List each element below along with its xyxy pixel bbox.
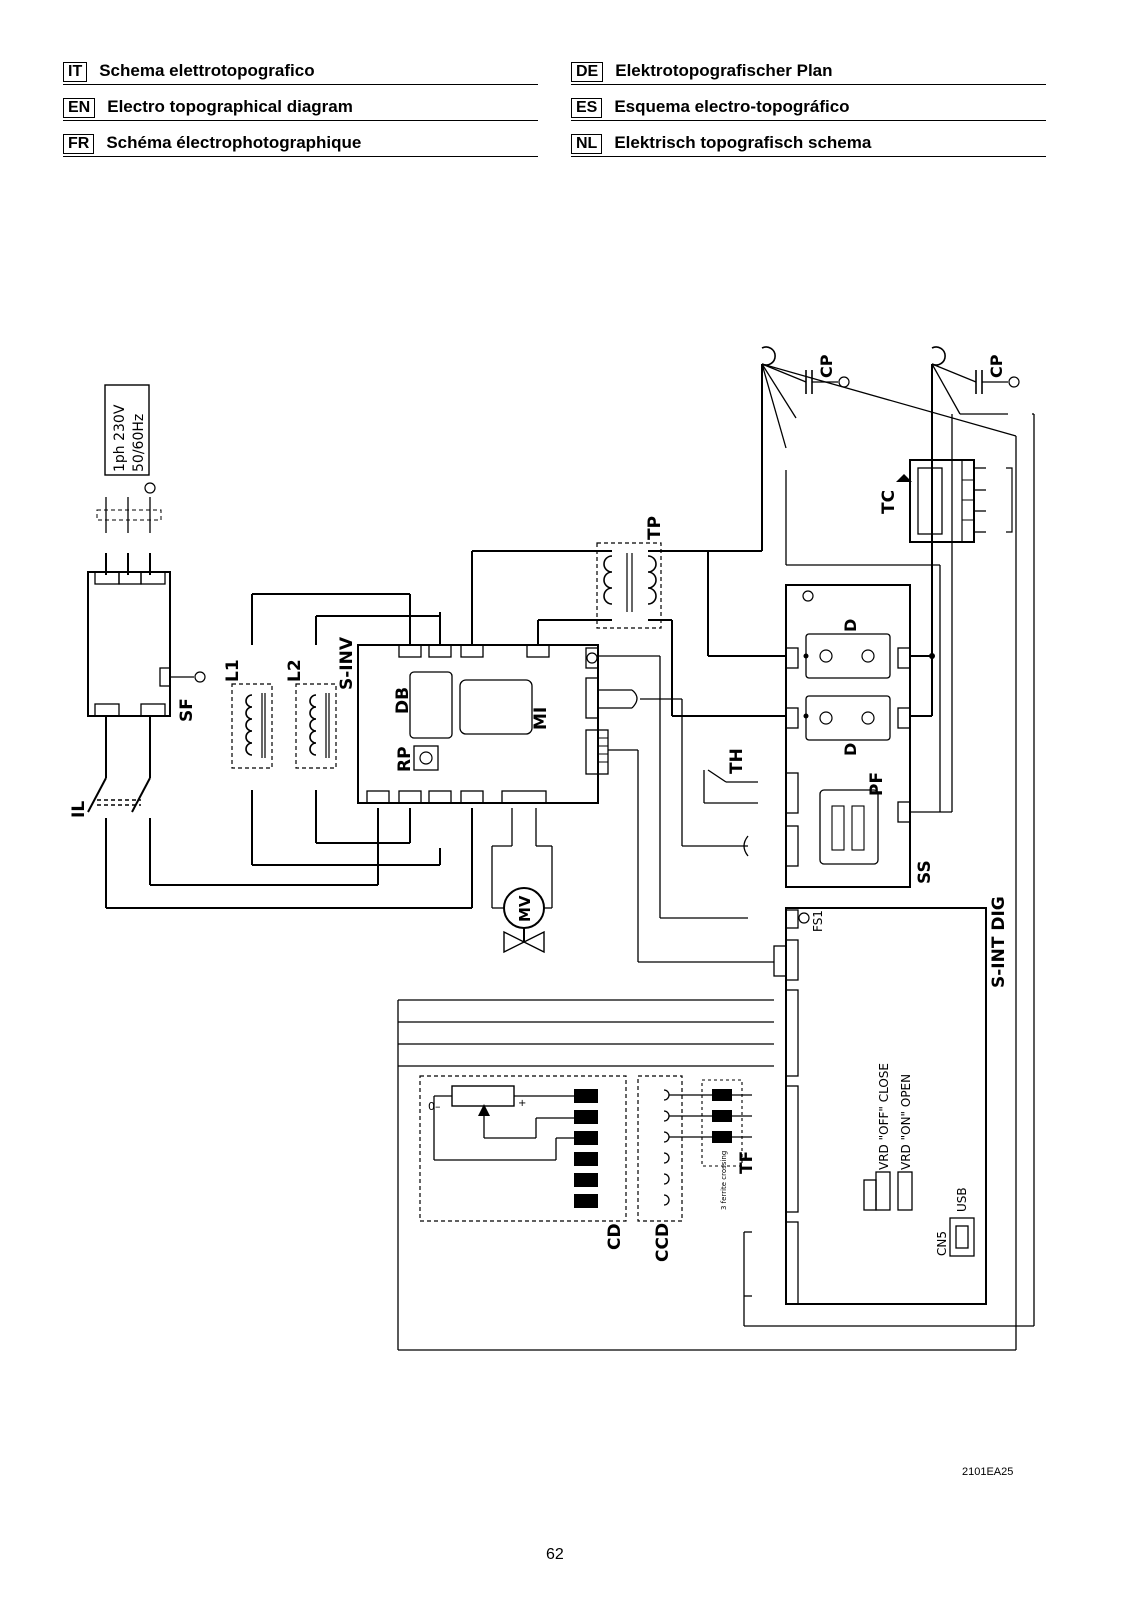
label-s-int-dig: S-INT DIG bbox=[989, 896, 1009, 988]
title-fr: Schéma électrophotographique bbox=[106, 133, 362, 152]
label-ss: SS bbox=[915, 860, 935, 884]
header-row-de: DE Elektrotopografischer Plan bbox=[571, 58, 1046, 85]
label-mi: MI bbox=[531, 707, 551, 730]
label-tf: TF bbox=[737, 1151, 757, 1174]
label-rp: RP bbox=[395, 746, 415, 772]
diode-module-bottom bbox=[805, 695, 891, 741]
tf-ferrite-box bbox=[701, 1079, 743, 1167]
ccd-connector-box bbox=[637, 1075, 683, 1222]
pf-rectifier bbox=[819, 789, 879, 865]
label-l1: L1 bbox=[223, 659, 243, 682]
label-ferrite: 3 ferrite crossing bbox=[720, 1151, 728, 1210]
supply-box bbox=[104, 384, 150, 476]
title-de: Elektrotopografischer Plan bbox=[615, 61, 833, 80]
lang-code-nl: NL bbox=[571, 134, 603, 154]
lang-code-en: EN bbox=[63, 98, 96, 118]
label-cp-negative: CP bbox=[817, 354, 836, 378]
rp-relay bbox=[413, 745, 439, 771]
header-row-en: EN Electro topographical diagram bbox=[63, 94, 538, 121]
label-tc: TC bbox=[879, 490, 899, 514]
sf-filter-box bbox=[87, 571, 171, 717]
label-th: TH bbox=[727, 748, 747, 774]
ss-secondary-board bbox=[785, 584, 911, 888]
supply-label-2: 50/60Hz bbox=[131, 414, 147, 472]
label-pf: PF bbox=[867, 772, 887, 796]
header-row-fr: FR Schéma électrophotographique bbox=[63, 130, 538, 157]
tc-current-sensor bbox=[909, 459, 975, 543]
label-s-inv: S-INV bbox=[337, 636, 357, 690]
mi-module bbox=[459, 679, 533, 735]
tp-transformer bbox=[596, 542, 662, 629]
usb-connector bbox=[949, 1217, 975, 1257]
lang-code-fr: FR bbox=[63, 134, 95, 154]
label-ccd: CCD bbox=[653, 1223, 673, 1262]
label-sf: SF bbox=[177, 698, 197, 722]
lang-code-es: ES bbox=[571, 98, 603, 118]
label-d-top: D bbox=[841, 619, 860, 632]
title-en: Electro topographical diagram bbox=[107, 97, 353, 116]
label-l2: L2 bbox=[285, 659, 305, 682]
l2-inductor bbox=[295, 683, 337, 769]
label-cd: CD bbox=[605, 1223, 625, 1250]
l1-inductor bbox=[231, 683, 273, 769]
label-fs1: FS1 bbox=[811, 910, 825, 932]
header-row-nl: NL Elektrisch topografisch schema bbox=[571, 130, 1046, 157]
label-mv: MV bbox=[516, 895, 534, 922]
header-row-it: IT Schema elettrotopografico bbox=[63, 58, 538, 85]
label-db: DB bbox=[393, 687, 413, 714]
lang-code-it: IT bbox=[63, 62, 88, 82]
db-bridge bbox=[409, 671, 453, 739]
il-blade-2 bbox=[131, 777, 151, 813]
title-es: Esquema electro-topográfico bbox=[614, 97, 850, 116]
label-cn5: CN5 bbox=[935, 1231, 949, 1256]
cd-potentiometer bbox=[451, 1085, 515, 1107]
lang-code-de: DE bbox=[571, 62, 604, 82]
header-row-es: ES Esquema electro-topográfico bbox=[571, 94, 1046, 121]
label-pot-plus: + bbox=[518, 1098, 526, 1109]
label-vrd-off: VRD "OFF" CLOSE bbox=[877, 1063, 891, 1170]
document-code: 2101EA25 bbox=[962, 1466, 1014, 1478]
label-pot-minus: 0– bbox=[428, 1100, 441, 1113]
label-usb: USB bbox=[955, 1187, 969, 1212]
diode-module-top bbox=[805, 633, 891, 679]
page-number: 62 bbox=[546, 1546, 564, 1563]
label-vrd-on: VRD "ON" OPEN bbox=[899, 1074, 913, 1170]
s-inv-board bbox=[357, 644, 599, 804]
title-nl: Elektrisch topografisch schema bbox=[614, 133, 872, 152]
label-tp: TP bbox=[645, 516, 665, 540]
label-d-bottom: D bbox=[841, 743, 860, 756]
il-blade-1 bbox=[87, 777, 107, 813]
label-cp-positive: CP bbox=[987, 354, 1006, 378]
supply-label-1: 1ph 230V bbox=[112, 404, 128, 472]
title-it: Schema elettrotopografico bbox=[99, 61, 315, 80]
label-il: IL bbox=[69, 801, 89, 818]
